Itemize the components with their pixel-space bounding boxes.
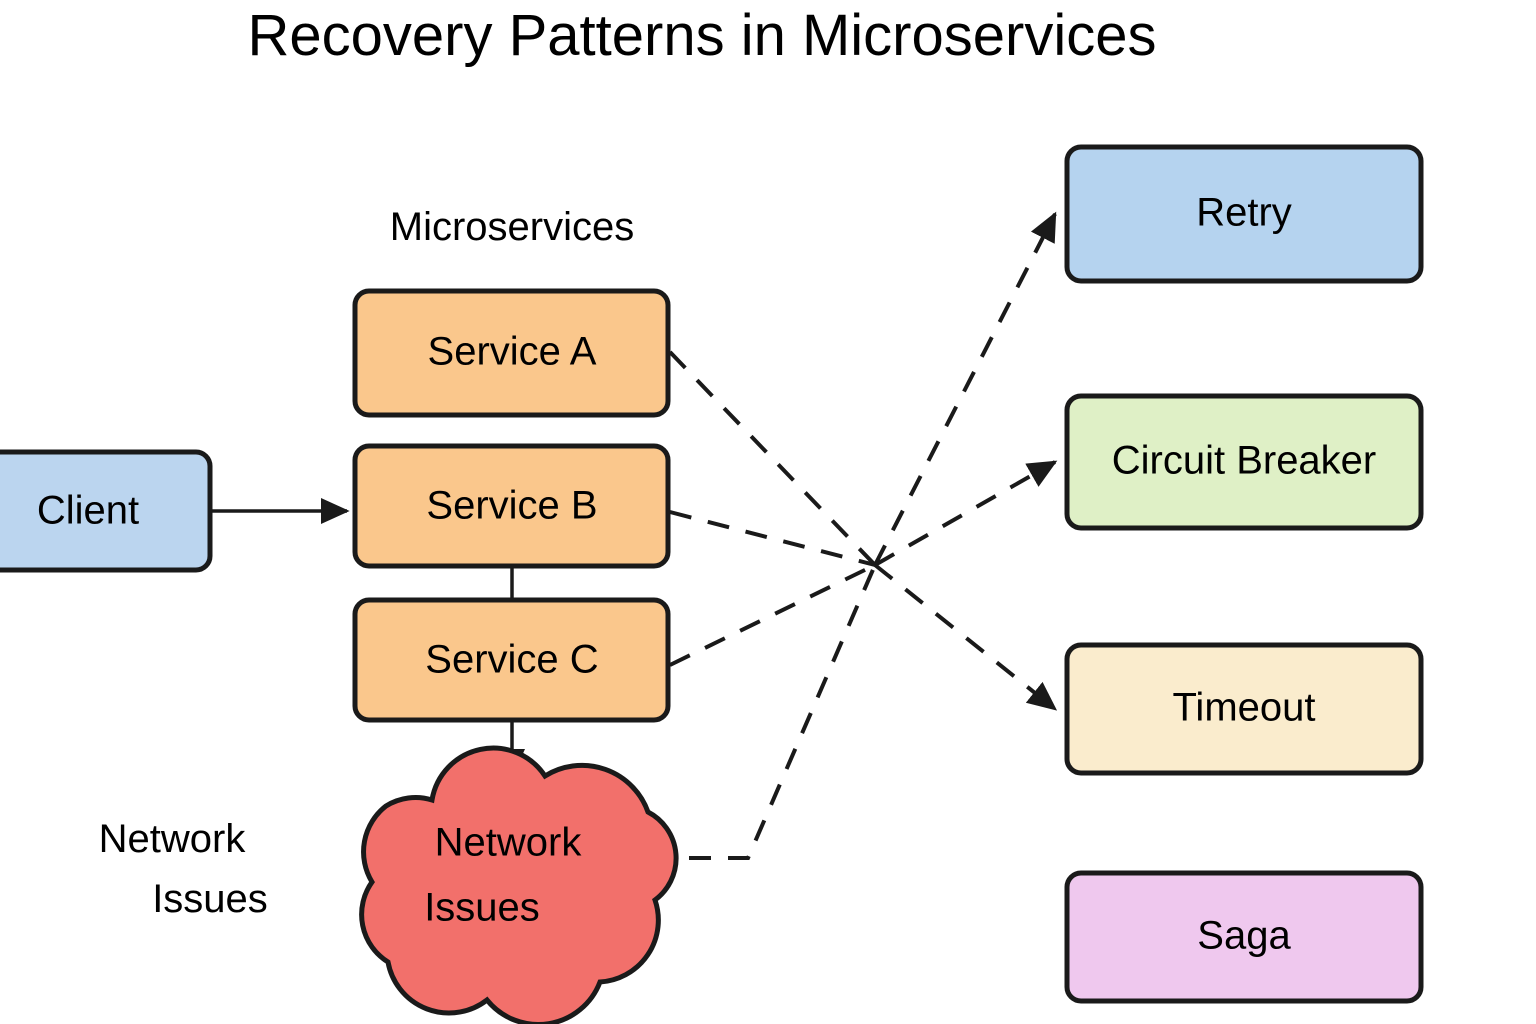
network-issues-annotation-line2: Issues — [152, 877, 268, 921]
node-service-a[interactable]: Service A — [352, 288, 671, 418]
timeout-box[interactable] — [1064, 642, 1424, 776]
network-issues-cloud-label-line2: Issues — [424, 886, 540, 930]
page-title: Recovery Patterns in Microservices — [248, 3, 1157, 68]
network-issues-annotation-line1: Network — [99, 817, 247, 861]
edge-hub-to-timeout — [873, 563, 1058, 711]
edge-service-c-to-hub — [669, 563, 876, 667]
edge-network-issues-to-hub — [650, 564, 877, 860]
saga-label: Saga — [1197, 914, 1291, 958]
node-circuit-breaker[interactable]: Circuit Breaker — [1064, 393, 1424, 531]
edge-hub-to-circuit-breaker — [874, 460, 1058, 567]
node-retry[interactable]: Retry — [1064, 144, 1424, 284]
client-box[interactable] — [0, 449, 213, 573]
service-b-box[interactable] — [352, 443, 671, 569]
service-c-label: Service C — [425, 638, 598, 682]
circuit-breaker-label: Circuit Breaker — [1112, 439, 1377, 483]
saga-box[interactable] — [1064, 870, 1424, 1004]
service-c-box[interactable] — [352, 597, 671, 723]
node-timeout[interactable]: Timeout — [1064, 642, 1424, 776]
node-service-c[interactable]: Service C — [352, 597, 671, 723]
edge-service-b-to-hub — [669, 510, 876, 567]
retry-label: Retry — [1196, 191, 1292, 235]
node-client[interactable]: Client — [0, 449, 213, 573]
network-issues-cloud-label-line1: Network — [435, 821, 583, 865]
retry-box[interactable] — [1064, 144, 1424, 284]
timeout-label: Timeout — [1172, 686, 1315, 730]
service-a-box[interactable] — [352, 288, 671, 418]
node-network-issues-cloud[interactable]: Network Issues — [359, 745, 679, 1024]
node-service-b[interactable]: Service B — [352, 443, 671, 569]
edge-hub-to-retry — [873, 211, 1057, 566]
circuit-breaker-box[interactable] — [1064, 393, 1424, 531]
service-b-label: Service B — [426, 484, 597, 528]
edge-service-a-to-hub — [668, 350, 877, 567]
client-label: Client — [37, 489, 139, 533]
service-a-label: Service A — [428, 330, 597, 374]
microservices-group-label: Microservices — [390, 205, 634, 249]
node-saga[interactable]: Saga — [1064, 870, 1424, 1004]
network-issues-cloud-shape[interactable] — [359, 745, 679, 1024]
